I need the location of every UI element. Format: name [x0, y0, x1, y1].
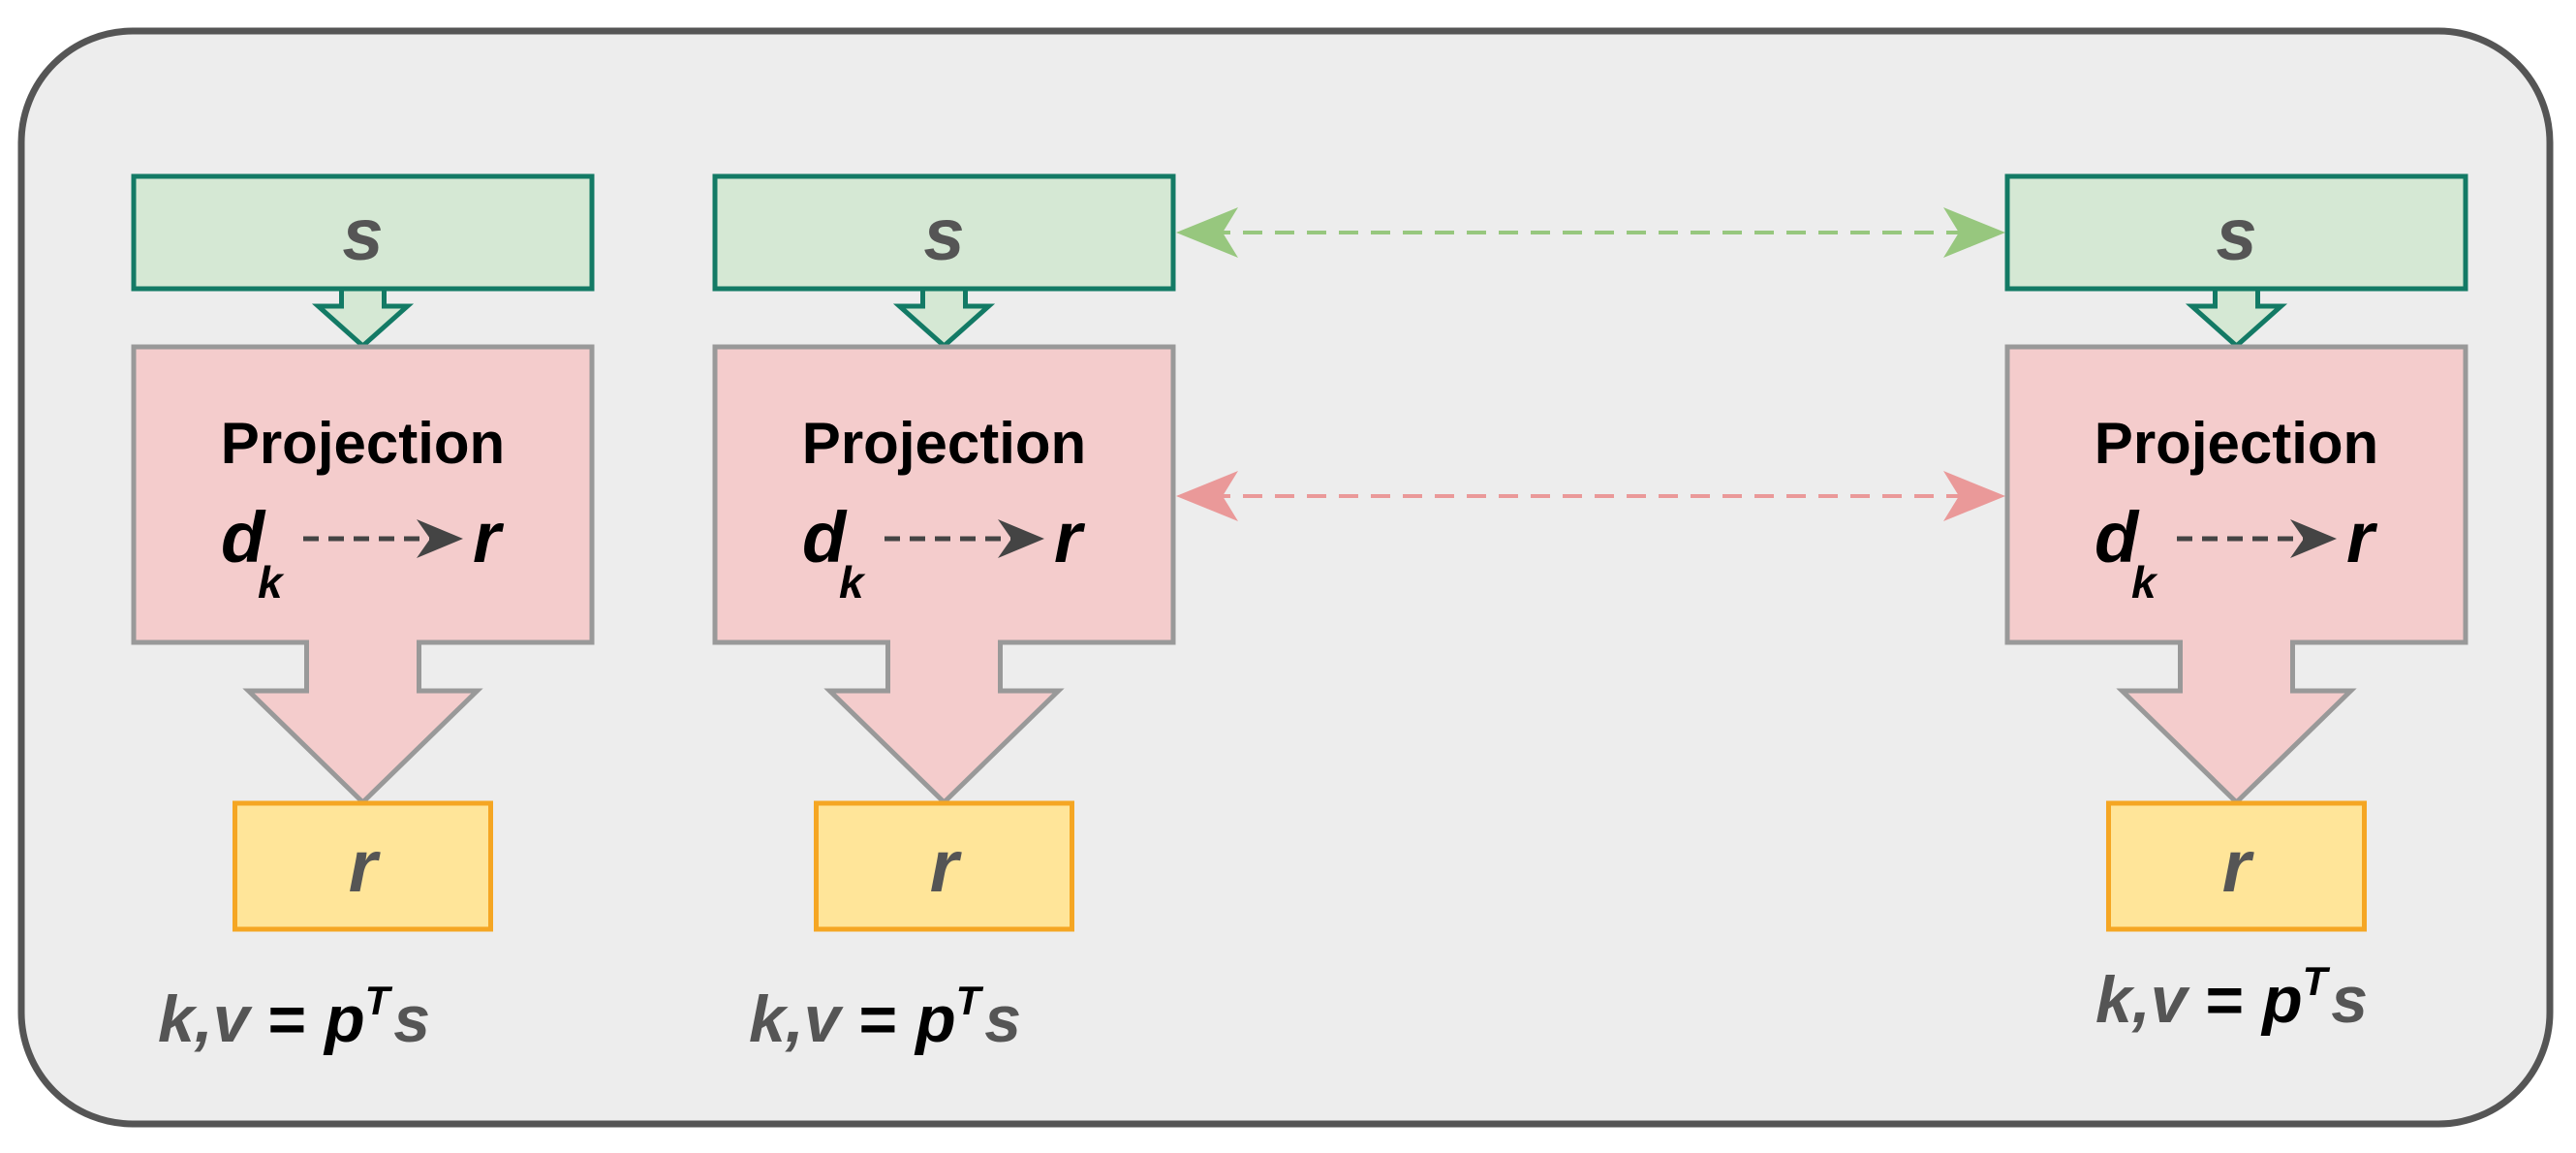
- equation-s: s: [984, 982, 1021, 1056]
- s-box: [2004, 173, 2468, 292]
- mapping-source: d: [2095, 497, 2140, 577]
- kv-equation: k,v = pTs: [749, 978, 1021, 1056]
- r-box: [233, 800, 493, 932]
- projection-mapping: dk r: [2095, 497, 2378, 608]
- equation-kv: k,v: [2095, 963, 2190, 1037]
- r-label: r: [2222, 826, 2255, 908]
- s-label: s: [923, 194, 964, 276]
- projection-link-left-arrowhead: [1176, 471, 1238, 521]
- equation-p: p: [914, 982, 956, 1056]
- s-label: s: [342, 194, 383, 276]
- projection-box: [712, 344, 1176, 806]
- s-link: [1176, 207, 2005, 258]
- mapping-source: d: [221, 497, 266, 577]
- s-label: s: [2216, 194, 2256, 276]
- kv-equation: k,v = pTs: [158, 978, 430, 1056]
- outer-panel: [17, 27, 2554, 1128]
- mapping-target: r: [1054, 497, 1086, 577]
- kv-equation: k,v = pTs: [2095, 958, 2368, 1037]
- equation-equals: =: [858, 982, 897, 1056]
- equation-s: s: [2331, 963, 2368, 1037]
- equation-p: p: [323, 982, 365, 1056]
- projection-title: Projection: [802, 411, 1086, 476]
- r-box: [814, 800, 1074, 932]
- projection-mapping: dk r: [802, 497, 1086, 608]
- mapping-target: r: [2346, 497, 2378, 577]
- s-link-right-arrowhead: [1943, 207, 2005, 258]
- s-to-projection-arrow: [892, 286, 996, 350]
- mapping-source-subscript: k: [258, 557, 285, 608]
- equation-transpose: T: [365, 978, 393, 1023]
- equation-equals: =: [267, 982, 306, 1056]
- mapping-arrowhead: [2290, 519, 2337, 558]
- r-label: r: [349, 826, 382, 908]
- mapping-arrowhead: [998, 519, 1044, 558]
- equation-kv: k,v: [749, 982, 844, 1056]
- projection-mapping: dk r: [221, 497, 505, 608]
- r-label: r: [930, 826, 963, 908]
- equation-equals: =: [2205, 963, 2244, 1037]
- projection-link: [1176, 471, 2005, 521]
- equation-kv: k,v: [158, 982, 253, 1056]
- s-to-projection-arrow: [2185, 286, 2288, 350]
- equation-transpose: T: [956, 978, 984, 1023]
- mapping-source-subscript: k: [839, 557, 866, 608]
- mapping-source: d: [802, 497, 848, 577]
- mapping-target: r: [473, 497, 505, 577]
- equation-s: s: [393, 982, 430, 1056]
- projection-title: Projection: [2095, 411, 2378, 476]
- projection-box: [2004, 344, 2468, 806]
- mapping-arrowhead: [417, 519, 463, 558]
- projection-box: [131, 344, 595, 806]
- s-box: [131, 173, 595, 292]
- r-box: [2106, 800, 2367, 932]
- equation-transpose: T: [2303, 958, 2331, 1004]
- projection-link-right-arrowhead: [1943, 471, 2005, 521]
- s-to-projection-arrow: [311, 286, 415, 350]
- mapping-source-subscript: k: [2131, 557, 2158, 608]
- equation-p: p: [2260, 963, 2303, 1037]
- projection-title: Projection: [221, 411, 505, 476]
- s-link-left-arrowhead: [1176, 207, 1238, 258]
